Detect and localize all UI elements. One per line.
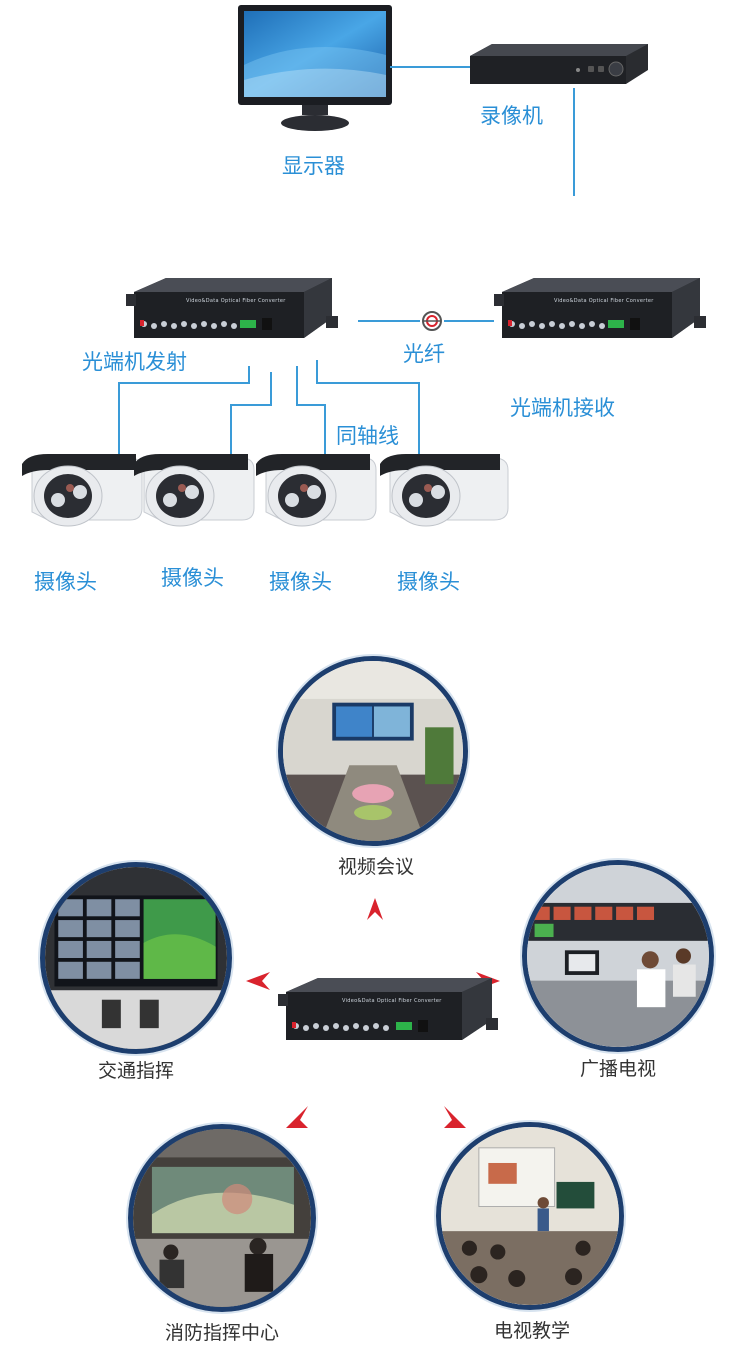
recorder-image — [470, 42, 650, 88]
transmitter-print: Video&Data Optical Fiber Converter — [186, 298, 286, 304]
camera-3-label: 摄像头 — [269, 570, 332, 594]
scene-fire-command-image — [128, 1124, 316, 1312]
camera-4-label: 摄像头 — [397, 570, 460, 594]
arrow-down-right-icon — [444, 1106, 466, 1132]
arrow-up-icon — [366, 898, 384, 924]
receiver-print: Video&Data Optical Fiber Converter — [554, 298, 654, 304]
scene-tv-teaching-image — [436, 1122, 624, 1310]
scene-tv-teaching-label: 电视教学 — [493, 1320, 571, 1342]
scene-broadcast-tv-image — [522, 860, 714, 1052]
camera-1-label: 摄像头 — [34, 570, 97, 594]
scene-traffic-command-image — [40, 862, 232, 1054]
fiber-link-left — [358, 320, 420, 322]
fiber-label: 光纤 — [403, 342, 445, 366]
fiber-coil-icon — [420, 309, 444, 333]
arrow-left-icon — [246, 972, 270, 994]
transmitter-label: 光端机发射 — [82, 350, 187, 374]
camera-2-label: 摄像头 — [161, 566, 224, 590]
transmitter-device-image: Video&Data Optical Fiber Converter — [126, 276, 338, 358]
camera-1-image — [18, 452, 144, 532]
coax-label: 同轴线 — [336, 424, 399, 448]
monitor-image — [236, 5, 394, 133]
scene-video-conference-label: 视频会议 — [337, 856, 415, 878]
receiver-label: 光端机接收 — [510, 396, 615, 420]
recorder-receiver-link — [573, 88, 575, 196]
center-device-image: Video&Data Optical Fiber Converter — [278, 976, 500, 1062]
recorder-label: 录像机 — [480, 104, 543, 128]
monitor-recorder-link — [390, 66, 472, 68]
scene-video-conference-image — [278, 656, 468, 846]
scene-traffic-command-label: 交通指挥 — [97, 1060, 175, 1082]
fiber-link-right — [444, 320, 494, 322]
center-device-print: Video&Data Optical Fiber Converter — [342, 998, 442, 1004]
camera-4-image — [376, 452, 510, 532]
scene-broadcast-tv-label: 广播电视 — [579, 1058, 657, 1080]
monitor-label: 显示器 — [282, 154, 345, 178]
scene-fire-command-label: 消防指挥中心 — [164, 1322, 280, 1344]
camera-3-image — [252, 452, 378, 532]
receiver-device-image: Video&Data Optical Fiber Converter — [494, 276, 706, 358]
arrow-down-left-icon — [286, 1106, 308, 1132]
camera-2-image — [130, 452, 256, 532]
